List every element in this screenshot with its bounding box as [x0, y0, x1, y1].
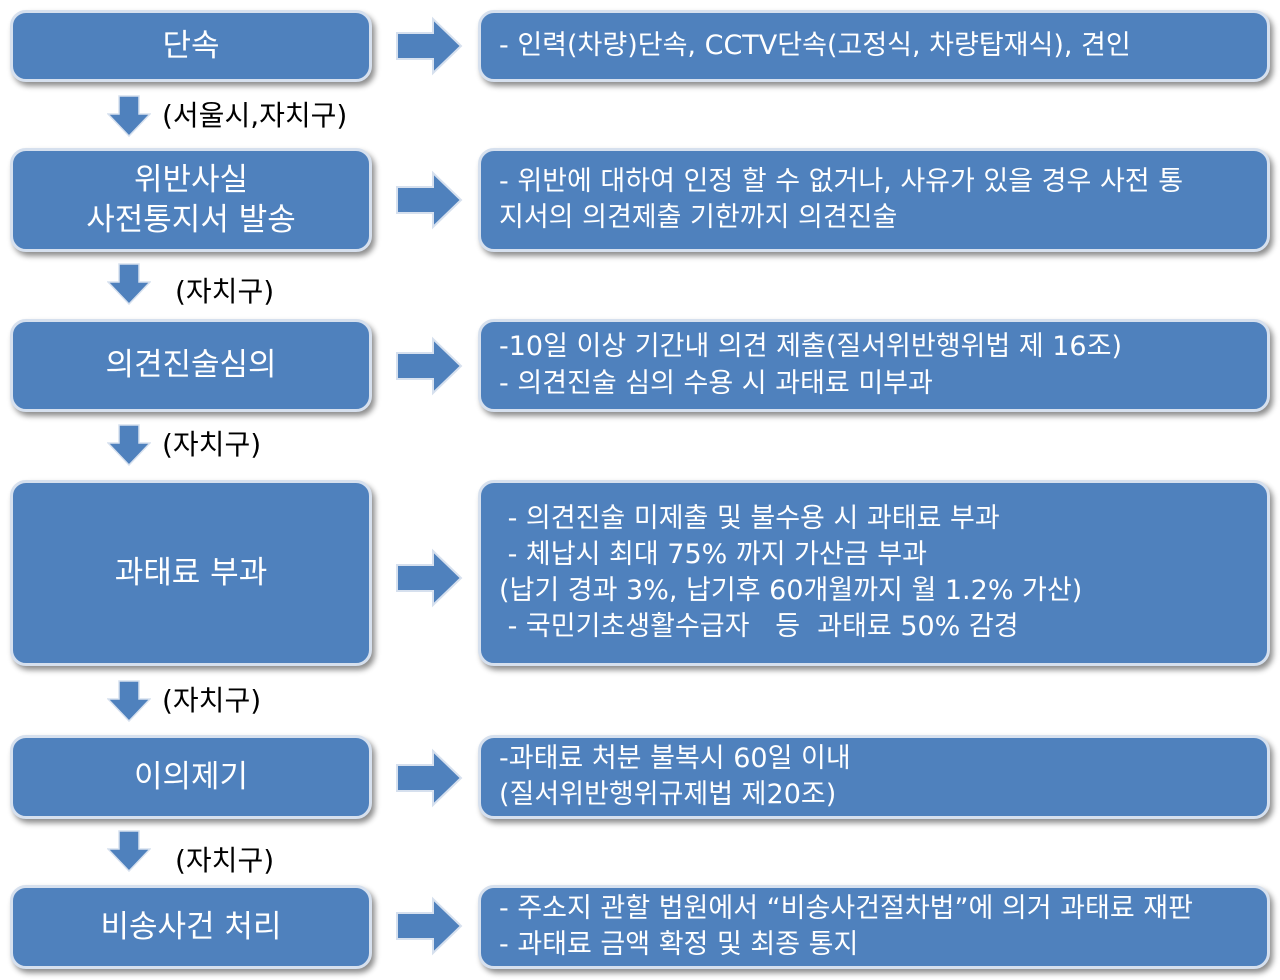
detail-box-objection: -과태료 처분 불복시 60일 이내 (질서위반행위규제법 제20조) [478, 735, 1270, 819]
step-box-enforcement: 단속 [10, 10, 372, 82]
right-arrow-icon [396, 336, 463, 396]
down-arrow-icon [107, 680, 151, 722]
detail-line: - 인력(차량)단속, CCTV단속(고정식, 차량탑재식), 견인 [499, 29, 1131, 61]
step-box-opinion-review: 의견진술심의 [10, 319, 372, 412]
down-arrow-icon [107, 263, 151, 305]
right-arrow-icon [396, 896, 463, 956]
detail-line: - 의견진술 미제출 및 불수용 시 과태료 부과 [499, 502, 1000, 534]
detail-line: - 국민기초생활수급자 등 과태료 50% 감경 [499, 611, 1019, 643]
detail-box-prior-notice: - 위반에 대하여 인정 할 수 없거나, 사유가 있을 경우 사전 통 지서의… [478, 148, 1270, 252]
step-title: 위반사실 사전통지서 발송 [86, 161, 296, 238]
transition-actor-label: (자치구) [162, 684, 262, 717]
detail-line: - 주소지 관할 법원에서 “비송사건절차법”에 의거 과태료 재판 [499, 892, 1193, 924]
detail-line: - 체납시 최대 75% 까지 가산금 부과 [499, 538, 927, 570]
right-arrow-icon [396, 748, 463, 808]
transition-actor-label: (자치구) [175, 275, 275, 308]
detail-box-enforcement: - 인력(차량)단속, CCTV단속(고정식, 차량탑재식), 견인 [478, 10, 1270, 82]
transition-actor-label: (서울시,자치구) [162, 99, 348, 132]
detail-box-non-litigation: - 주소지 관할 법원에서 “비송사건절차법”에 의거 과태료 재판 - 과태료… [478, 885, 1270, 969]
down-arrow-icon [107, 424, 151, 466]
step-title: 과태료 부과 [114, 554, 268, 591]
detail-line: (납기 경과 3%, 납기후 60개월까지 월 1.2% 가산) [499, 575, 1083, 606]
step-box-non-litigation: 비송사건 처리 [10, 885, 372, 969]
detail-box-fine-imposition: - 의견진술 미제출 및 불수용 시 과태료 부과 - 체납시 최대 75% 까… [478, 480, 1270, 666]
step-title: 의견진술심의 [105, 347, 277, 384]
step-title: 단속 [162, 27, 220, 64]
step-title: 이의제기 [133, 758, 249, 795]
down-arrow-icon [107, 830, 151, 872]
step-box-fine-imposition: 과태료 부과 [10, 480, 372, 666]
step-title: 비송사건 처리 [100, 908, 282, 945]
step-box-prior-notice: 위반사실 사전통지서 발송 [10, 148, 372, 252]
right-arrow-icon [396, 170, 463, 230]
detail-line: (질서위반행위규제법 제20조) [499, 779, 837, 810]
down-arrow-icon [107, 95, 151, 137]
detail-line: -10일 이상 기간내 의견 제출(질서위반행위법 제 16조) [499, 331, 1122, 363]
detail-line: - 위반에 대하여 인정 할 수 없거나, 사유가 있을 경우 사전 통 [499, 165, 1184, 197]
right-arrow-icon [396, 548, 463, 608]
right-arrow-icon [396, 16, 463, 76]
transition-actor-label: (자치구) [162, 428, 262, 461]
detail-box-opinion-review: -10일 이상 기간내 의견 제출(질서위반행위법 제 16조) - 의견진술 … [478, 319, 1270, 412]
detail-line: - 의견진술 심의 수용 시 과태료 미부과 [499, 367, 933, 399]
detail-line: -과태료 처분 불복시 60일 이내 [499, 742, 851, 774]
transition-actor-label: (자치구) [175, 844, 275, 877]
detail-line: 지서의 의견제출 기한까지 의견진술 [499, 202, 898, 233]
detail-line: - 과태료 금액 확정 및 최종 통지 [499, 929, 859, 960]
step-box-objection: 이의제기 [10, 735, 372, 819]
